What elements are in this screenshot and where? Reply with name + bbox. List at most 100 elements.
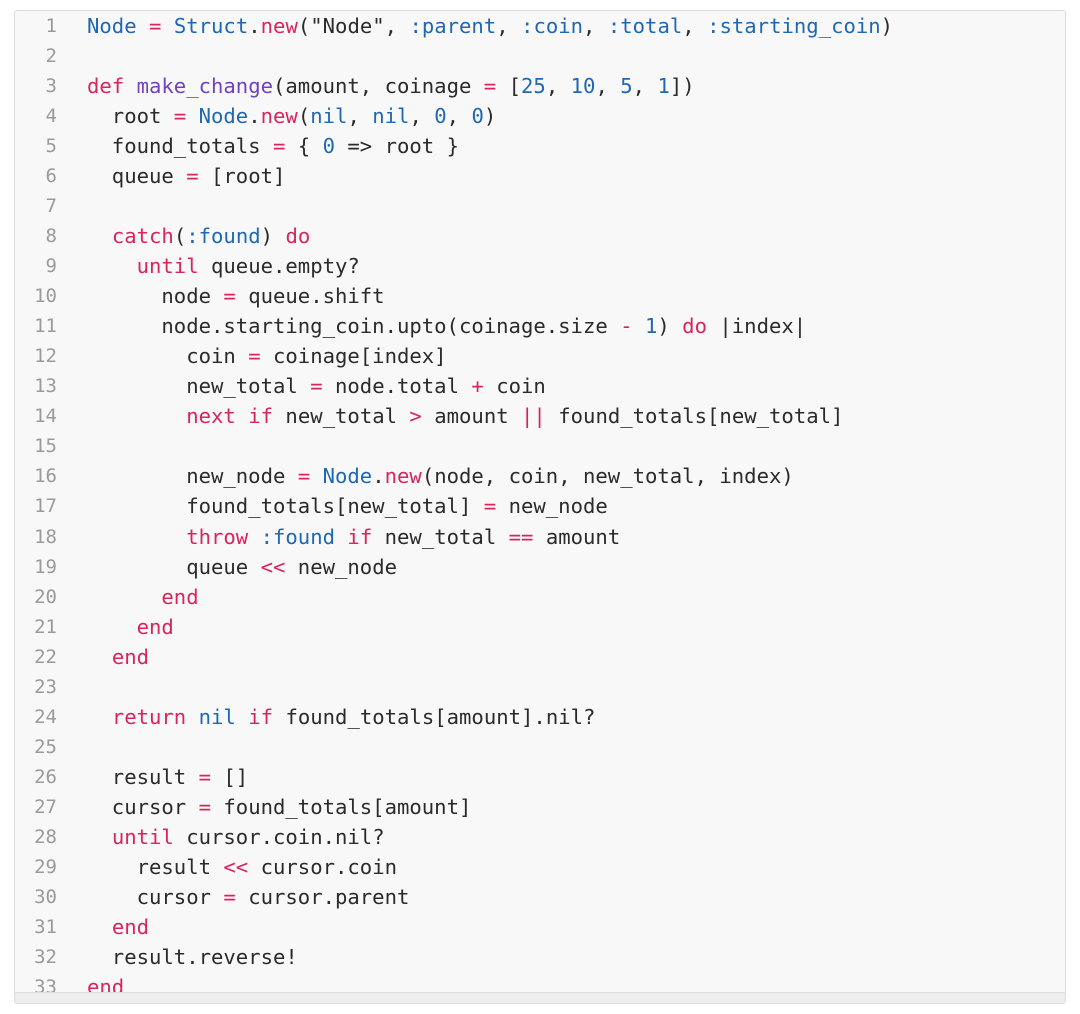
code-token: , [409,104,435,129]
line-number: 19 [34,555,57,578]
code-token: result.reverse! [87,944,298,969]
code-token: coinage[index] [260,344,447,369]
line-number: 9 [45,255,57,278]
code-token: = [248,344,261,369]
code-token: root [87,104,174,129]
line-number: 15 [34,435,57,458]
code-token: [ [496,74,521,99]
code-token: amount [533,524,621,549]
code-token: , [682,14,708,38]
line-number: 31 [34,915,57,938]
code-token [633,314,645,338]
code-token: || [521,404,546,429]
code-token: cursor.coin.nil? [173,824,385,849]
code-token: throw [186,524,249,549]
code-token: |index| [706,314,807,339]
code-token: = [272,134,286,159]
code-token: nil [198,704,236,729]
code-text: return nil if found_totals[amount].nil? [87,702,596,732]
code-token: next [186,404,236,429]
horizontal-scrollbar[interactable] [15,992,1065,1003]
code-token: found_totals[new_total] [545,404,844,429]
code-token: amount [421,404,522,429]
line-number: 32 [34,945,57,968]
code-token: ) [260,224,286,249]
code-text: end [87,642,149,672]
code-token [87,705,112,729]
code-token: 10 [570,74,596,99]
code-text: def make_change(amount, coinage = [25, 1… [87,71,695,101]
code-token: node [87,284,224,309]
code-token: result [87,854,224,879]
code-token: if [347,524,373,549]
code-token: << [260,554,286,579]
code-token: ( [297,104,311,129]
code-text: Node = Struct.new("Node", :parent, :coin… [87,11,893,41]
code-token: Node [322,464,373,489]
code-text: node.starting_coin.upto(coinage.size - 1… [87,311,806,341]
line-number: 21 [34,615,57,638]
code-token [87,615,137,639]
code-text: throw :found if new_total == amount [87,522,620,552]
line-number: 23 [34,675,57,698]
code-token [87,915,112,939]
code-token: == [508,524,534,549]
code-token: 0 [322,134,335,159]
code-token: 25 [521,74,546,99]
code-token: found_totals[amount] [211,794,472,819]
code-token: found_totals [87,134,273,159]
code-token: :starting_coin [707,14,881,38]
code-token: cursor [87,884,224,909]
code-token [236,705,248,729]
code-token: 0 [434,104,447,129]
code-token: ("Node", [297,14,410,38]
code-token: > [409,404,422,429]
code-token: new_total [87,374,311,399]
code-token: new_total [372,524,509,549]
code-token [87,404,186,428]
code-token: queue.shift [235,284,385,309]
code-token [161,14,173,38]
code-token: Node [198,104,249,129]
code-token: { [285,134,323,159]
code-token: new_node [285,554,397,579]
code-token: make_change [136,74,273,99]
code-token: = [223,284,236,309]
code-token: 1 [644,314,658,339]
line-number: 27 [34,795,57,818]
line-number: 3 [45,75,57,98]
line-number: 18 [34,525,57,548]
code-text: until cursor.coin.nil? [87,822,385,852]
code-token: , [583,14,608,38]
code-token: coin [483,374,546,399]
code-token [87,224,112,248]
code-token [236,404,248,428]
line-number: 6 [45,165,57,188]
code-token: + [471,374,484,399]
code-token: 5 [620,74,633,99]
code-token: ( [173,224,187,249]
line-number: 13 [34,375,57,398]
code-editor[interactable]: 1 Node = Struct.new("Node", :parent, :coi… [14,10,1066,1004]
line-number: 11 [34,315,57,338]
code-token: coin [87,344,249,369]
code-token [335,525,347,549]
code-token: (node, coin, new_total, index) [421,464,794,489]
code-token [248,525,260,549]
code-token: new_total [273,404,410,429]
code-text: new_total = node.total + coin [87,371,546,401]
code-token: end [161,584,199,609]
line-number: 7 [45,195,57,218]
code-token: def [87,74,125,99]
code-token: :coin [521,14,584,38]
code-token: do [682,314,707,339]
line-number: 25 [34,735,57,758]
code-token: cursor.parent [235,884,410,909]
code-token: = [483,494,497,519]
code-token: queue [87,164,187,189]
code-token [87,645,112,669]
code-token: queue.empty? [198,254,360,279]
code-token: cursor [87,794,199,819]
code-token: . [372,464,385,489]
code-token [310,464,322,488]
